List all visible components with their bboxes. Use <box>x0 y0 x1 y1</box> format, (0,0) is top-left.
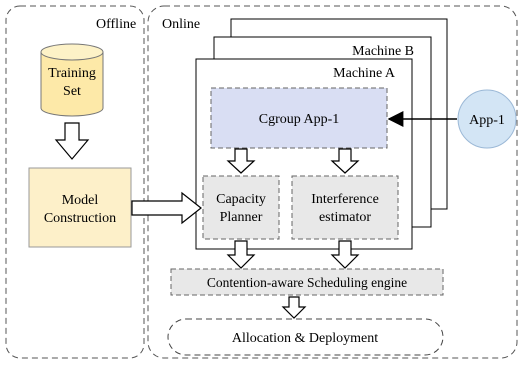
scheduler-label: Contention-aware Scheduling engine <box>207 275 407 290</box>
cgroup-box <box>210 87 388 149</box>
allocation-box <box>167 318 444 356</box>
capacity-planner-line2: Planner <box>220 210 263 225</box>
interference-estimator-box <box>291 175 399 240</box>
model-construction-line1: Model <box>62 193 99 208</box>
training-set-cylinder: Training Set <box>40 43 104 117</box>
model-construction-line2: Construction <box>44 211 116 226</box>
online-panel <box>147 5 518 359</box>
cgroup-label: Cgroup App-1 <box>259 112 340 127</box>
app-1-label: App-1 <box>469 113 505 128</box>
offline-panel <box>5 5 145 359</box>
app-1-node <box>457 89 517 149</box>
offline-label: Offline <box>96 17 136 32</box>
allocation-label: Allocation & Deployment <box>232 331 378 346</box>
scheduler-to-allocation-arrow <box>281 296 307 319</box>
interference-to-scheduler-arrow <box>330 240 360 269</box>
capacity-planner-box <box>202 175 280 240</box>
interference-estimator-line2: estimator <box>319 210 371 225</box>
cgroup-to-interference-arrow <box>330 148 360 174</box>
model-to-capacity-arrow <box>131 191 202 225</box>
training-set-label-line1: Training <box>48 66 96 81</box>
machine-a-label: Machine A <box>333 66 396 81</box>
scheduler-box <box>170 268 444 296</box>
interference-estimator-line1: Interference <box>311 192 379 207</box>
online-label: Online <box>162 17 200 32</box>
capacity-planner-line1: Capacity <box>216 192 266 207</box>
training-set-label-line2: Set <box>63 84 81 99</box>
model-construction-box <box>28 167 132 248</box>
machine-b-label: Machine B <box>352 44 414 59</box>
training-to-model-arrow <box>54 122 90 160</box>
capacity-to-scheduler-arrow <box>226 240 256 269</box>
cgroup-to-capacity-arrow <box>226 148 256 174</box>
